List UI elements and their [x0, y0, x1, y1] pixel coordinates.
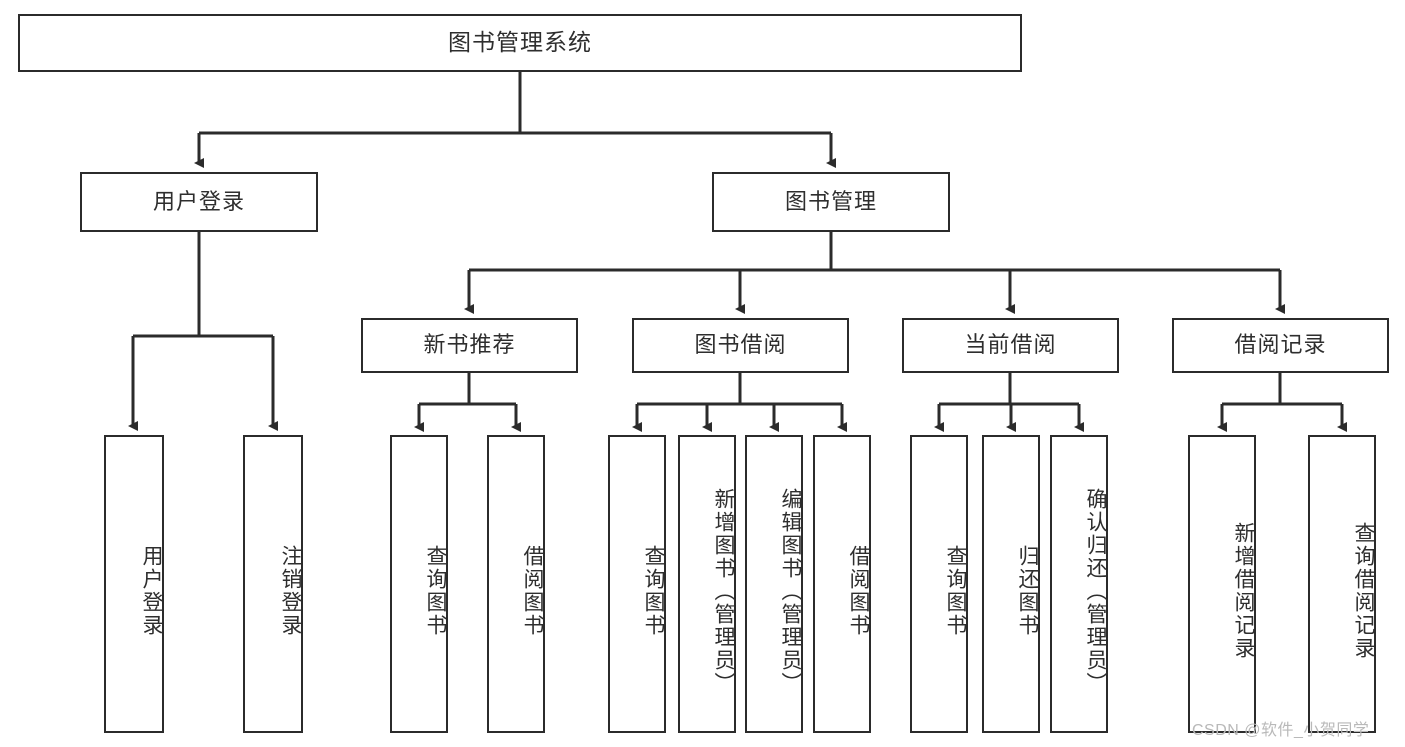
leaf-query-books-borrow[interactable]: 查询图书 — [608, 435, 666, 733]
node-label: 确认归还（管理员） — [1084, 487, 1107, 695]
leaf-confirm-return-admin[interactable]: 确认归还（管理员） — [1050, 435, 1108, 733]
leaf-add-book-admin[interactable]: 新增图书（管理员） — [678, 435, 736, 733]
leaf-borrow-book[interactable]: 借阅图书 — [813, 435, 871, 733]
node-label: 图书借阅 — [694, 332, 787, 358]
node-label: 查询借阅记录 — [1352, 522, 1375, 660]
leaf-user-login[interactable]: 用户登录 — [104, 435, 164, 733]
node-label: 查询图书 — [642, 545, 665, 637]
node-book-borrow[interactable]: 图书借阅 — [632, 318, 849, 373]
node-label: 新书推荐 — [423, 332, 516, 358]
node-label: 查询图书 — [424, 545, 447, 637]
node-label: 归还图书 — [1016, 545, 1039, 637]
node-label: 新增图书（管理员） — [712, 487, 735, 695]
node-root[interactable]: 图书管理系统 — [18, 14, 1022, 72]
node-user-login[interactable]: 用户登录 — [80, 172, 318, 232]
node-label: 注销登录 — [279, 545, 302, 637]
node-label: 新增借阅记录 — [1232, 522, 1255, 660]
node-label: 编辑图书（管理员） — [779, 487, 802, 695]
node-new-book-recommend[interactable]: 新书推荐 — [361, 318, 578, 373]
node-label: 图书管理系统 — [448, 29, 592, 56]
leaf-logout[interactable]: 注销登录 — [243, 435, 303, 733]
node-label: 当前借阅 — [964, 332, 1057, 358]
node-book-management[interactable]: 图书管理 — [712, 172, 950, 232]
leaf-query-books-current[interactable]: 查询图书 — [910, 435, 968, 733]
node-borrow-record[interactable]: 借阅记录 — [1172, 318, 1389, 373]
node-label: 借阅图书 — [521, 545, 544, 637]
watermark: CSDN @软件_小贺同学 — [1192, 722, 1370, 739]
node-label: 用户登录 — [152, 188, 245, 214]
leaf-edit-book-admin[interactable]: 编辑图书（管理员） — [745, 435, 803, 733]
node-label: 借阅图书 — [847, 545, 870, 637]
leaf-return-book[interactable]: 归还图书 — [982, 435, 1040, 733]
node-label: 用户登录 — [140, 545, 163, 637]
node-current-borrow[interactable]: 当前借阅 — [902, 318, 1119, 373]
leaf-add-borrow-record[interactable]: 新增借阅记录 — [1188, 435, 1256, 733]
node-label: 图书管理 — [784, 188, 877, 214]
leaf-query-borrow-record[interactable]: 查询借阅记录 — [1308, 435, 1376, 733]
node-label: 借阅记录 — [1234, 332, 1327, 358]
node-label: 查询图书 — [944, 545, 967, 637]
leaf-query-books-recommend[interactable]: 查询图书 — [390, 435, 448, 733]
leaf-borrow-books-recommend[interactable]: 借阅图书 — [487, 435, 545, 733]
